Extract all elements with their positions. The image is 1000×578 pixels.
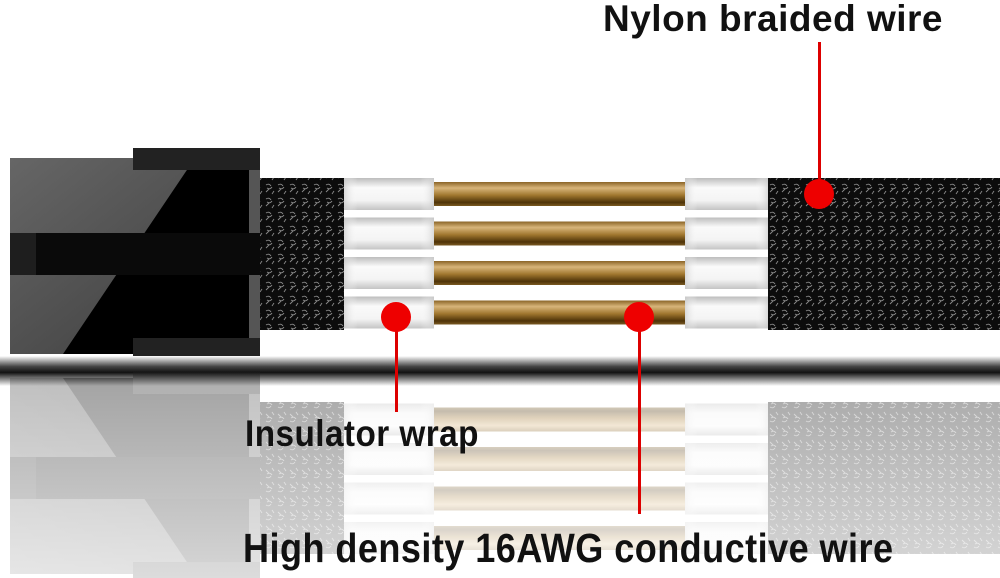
conductive-wire-label: High density 16AWG conductive wire xyxy=(243,525,894,571)
braid-right xyxy=(768,178,1000,330)
conductor-marker-dot xyxy=(624,302,654,332)
nylon-marker-dot xyxy=(804,179,834,209)
insulator-right-shade xyxy=(685,217,768,250)
insulator-leader-line xyxy=(395,318,398,412)
insulator-left-shade xyxy=(344,217,434,250)
conductor-leader-line xyxy=(638,318,641,514)
nylon-leader-line xyxy=(818,42,821,192)
copper-conductor xyxy=(434,182,685,206)
braid-left xyxy=(260,178,344,330)
insulator-marker-dot xyxy=(381,302,411,332)
copper-conductor xyxy=(434,221,685,246)
insulator-wrap-label: Insulator wrap xyxy=(245,413,479,454)
connector-housing xyxy=(10,148,260,360)
insulator-right-shade xyxy=(685,257,768,289)
copper-conductor xyxy=(434,261,685,285)
insulator-right-shade xyxy=(685,178,768,210)
nylon-braided-wire-label: Nylon braided wire xyxy=(603,0,944,39)
insulator-left-shade xyxy=(344,257,434,289)
insulator-right-shade xyxy=(685,296,768,329)
insulator-left-shade xyxy=(344,178,434,210)
